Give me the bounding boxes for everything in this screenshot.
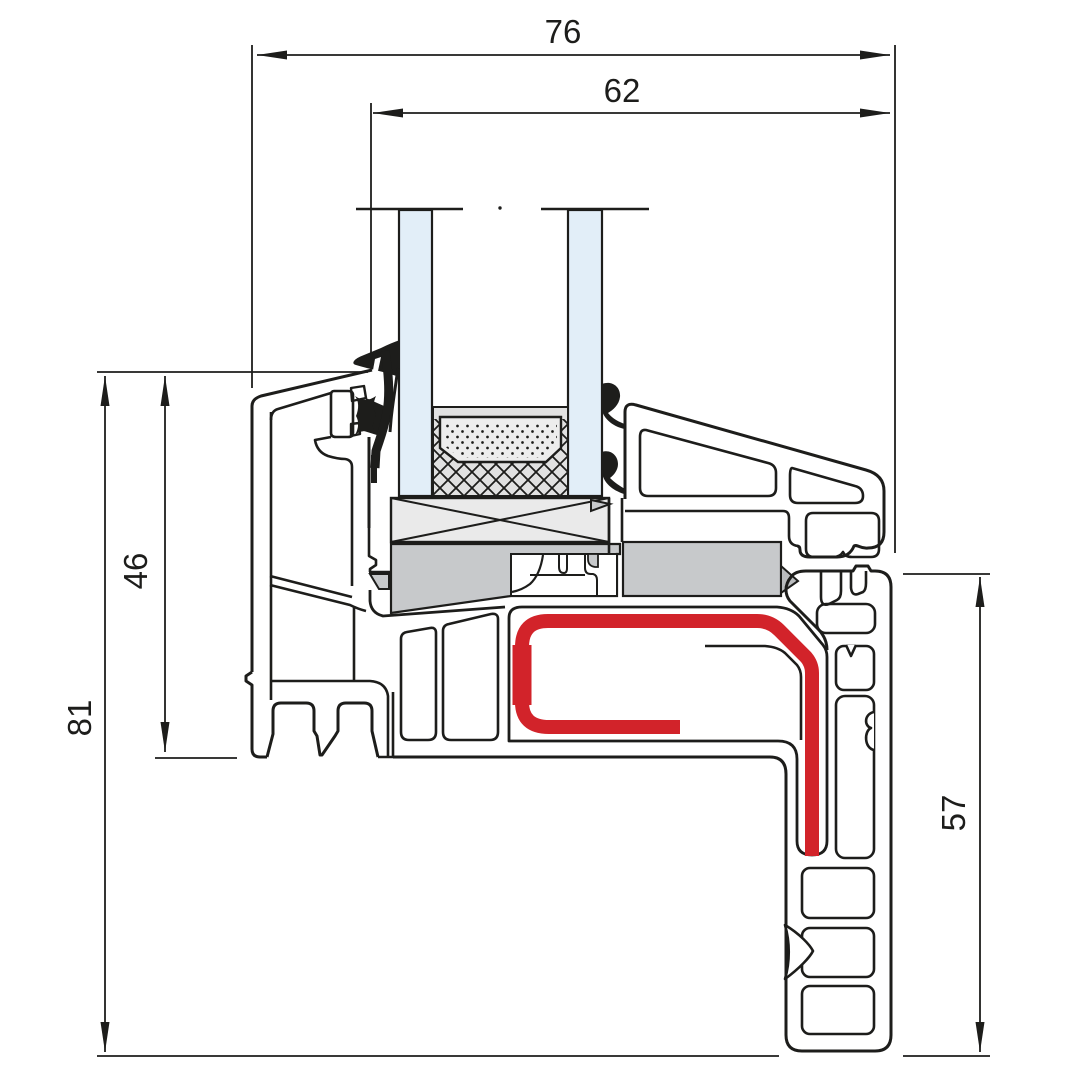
svg-text:81: 81 bbox=[61, 700, 98, 737]
svg-text:62: 62 bbox=[604, 72, 641, 109]
svg-text:76: 76 bbox=[545, 13, 582, 50]
svg-text:46: 46 bbox=[117, 553, 154, 590]
svg-text:57: 57 bbox=[935, 795, 972, 832]
